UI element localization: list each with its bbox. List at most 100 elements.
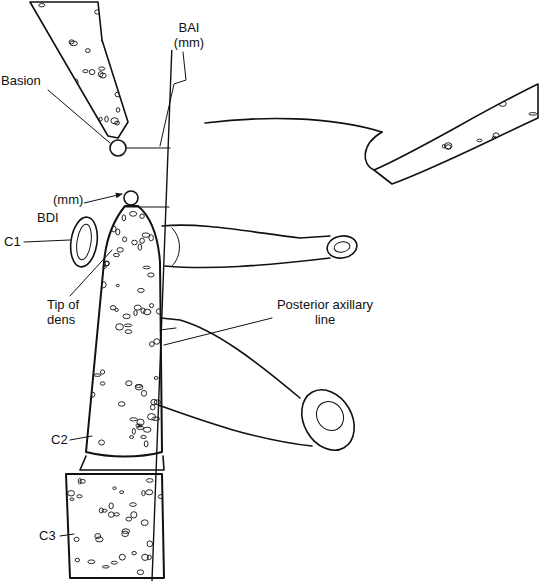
bone-pore: [40, 57, 44, 60]
bone-pore: [143, 266, 151, 269]
bone-pore: [130, 436, 134, 439]
bone-pore: [149, 304, 153, 308]
anatomy-label: Posterior axillary line: [274, 297, 376, 327]
bone-pore: [131, 512, 137, 518]
bone-pore: [470, 176, 475, 179]
bone-pore: [33, 123, 37, 126]
bone-pore: [137, 426, 144, 429]
bone-texture: [33, 4, 128, 127]
bone-pore: [151, 399, 157, 404]
bone-pore: [132, 240, 137, 245]
c1-posterior-arch: [162, 225, 330, 238]
bone-pore: [112, 33, 117, 39]
bone-pore: [136, 385, 142, 388]
bone-pore: [475, 154, 482, 159]
bone-texture: [86, 211, 163, 446]
anatomy-label: Basion: [0, 73, 42, 88]
bone-pore: [62, 72, 68, 75]
bone-pore: [126, 517, 132, 521]
bone-pore: [100, 382, 104, 385]
bone-pore: [98, 67, 104, 70]
bone-pore: [105, 116, 109, 122]
bone-pore: [512, 147, 520, 151]
bone-pore: [90, 218, 93, 223]
vertebra-label: C3: [38, 528, 57, 543]
bone-pore: [113, 253, 119, 256]
bone-pore: [111, 561, 117, 564]
bone-pore: [89, 70, 95, 75]
bone-pore: [103, 261, 109, 266]
bone-pore: [143, 427, 151, 432]
bone-pore: [138, 244, 142, 250]
bone-pore: [484, 87, 491, 93]
bone-pore: [74, 537, 79, 541]
bone-pore: [100, 370, 104, 374]
bone-pore: [138, 288, 145, 292]
bone-pore: [70, 498, 74, 500]
bone-pore: [77, 495, 82, 498]
clivus: [30, 2, 128, 138]
bone-pore: [390, 113, 396, 117]
c2-spinous-process: [291, 380, 365, 459]
bone-pore: [75, 558, 79, 562]
bone-pore: [120, 491, 124, 494]
bone-pore: [409, 107, 414, 111]
bone-pore: [95, 286, 100, 289]
bone-pore: [511, 150, 517, 153]
bone-pore: [116, 284, 119, 286]
bone-pore: [123, 237, 127, 242]
bone-pore: [499, 101, 506, 106]
bone-pore: [384, 138, 391, 144]
bone-pore: [39, 4, 45, 7]
bone-pore: [116, 324, 124, 330]
bone-pore: [114, 10, 119, 14]
bone-pore: [156, 309, 162, 314]
bone-pore: [141, 435, 146, 438]
bone-pore: [102, 566, 109, 568]
leader-arrow: [80, 194, 122, 204]
bone-pore: [492, 136, 496, 141]
measurement-label: BAI (mm): [170, 20, 208, 50]
c2-lamina: [160, 328, 176, 330]
bone-pore: [155, 222, 158, 225]
occiput-edge: [365, 132, 382, 170]
bone-pore: [141, 308, 145, 313]
bone-pore: [111, 118, 118, 124]
c3-body: [66, 474, 164, 578]
bone-pore: [106, 34, 111, 39]
bone-pore: [69, 40, 74, 44]
bone-pore: [119, 554, 125, 560]
bone-texture: [384, 87, 537, 178]
bone-pore: [144, 441, 148, 447]
bone-pore: [135, 384, 143, 390]
bone-pore: [83, 70, 88, 73]
bone-pore: [147, 555, 151, 560]
bone-pore: [142, 490, 145, 495]
bone-pore: [99, 440, 105, 445]
bone-pore: [68, 491, 75, 496]
bone-pore: [98, 226, 102, 231]
bone-pore: [393, 113, 400, 119]
bone-pore: [154, 377, 158, 380]
measurement-label: BDI: [36, 210, 60, 225]
occiput-edge: [205, 119, 382, 132]
bone-pore: [142, 233, 150, 237]
bone-pore: [96, 537, 103, 542]
bone-pore: [122, 215, 126, 221]
bone-pore: [152, 417, 160, 421]
bone-pore: [140, 238, 145, 243]
bone-pore: [125, 330, 132, 334]
bone-pore: [147, 541, 152, 547]
bone-pore: [99, 117, 102, 120]
bone-pore: [442, 145, 445, 149]
bone-pore: [100, 215, 105, 220]
bone-pore: [495, 174, 501, 179]
bone-pore: [111, 226, 116, 232]
bone-pore: [144, 309, 151, 315]
bai-line: [126, 147, 170, 148]
bone-pore: [109, 503, 113, 509]
bone-pore: [428, 112, 431, 116]
bone-pore: [102, 509, 107, 512]
bone-pore: [44, 66, 47, 72]
